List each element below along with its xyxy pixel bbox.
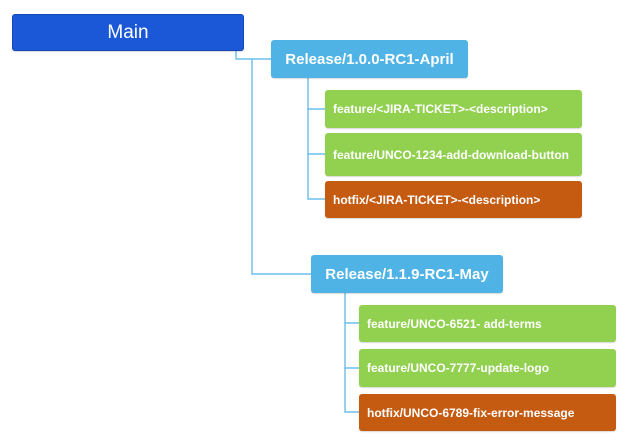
branch-label: hotfix/<JIRA-TICKET>-<description> xyxy=(333,192,541,207)
release-node-may: Release/1.1.9-RC1-May xyxy=(311,255,503,293)
release-node-april: Release/1.0.0-RC1-April xyxy=(271,40,468,78)
branch-label: feature/UNCO-6521- add-terms xyxy=(367,316,542,331)
branch-label: feature/<JIRA-TICKET>-<description> xyxy=(333,102,548,116)
connector-release1-branch-1 xyxy=(307,78,325,110)
connector-release1-branch-3 xyxy=(307,154,325,200)
branch-label: hotfix/UNCO-6789-fix-error-message xyxy=(367,405,575,420)
connector-main-release-1 xyxy=(235,51,271,60)
branch-label: feature/UNCO-1234-add-download-button xyxy=(333,147,569,162)
connector-release1-branch-2 xyxy=(307,109,325,155)
release-label: Release/1.0.0-RC1-April xyxy=(285,50,454,68)
hotfix-branch-node: hotfix/UNCO-6789-fix-error-message xyxy=(359,394,616,431)
feature-branch-node: feature/<JIRA-TICKET>-<description> xyxy=(325,90,582,128)
main-branch-node: Main xyxy=(12,14,244,51)
connector-release2-branch-1 xyxy=(344,293,359,324)
feature-branch-node: feature/UNCO-7777-update-logo xyxy=(359,349,616,387)
connector-release2-branch-2 xyxy=(344,323,359,369)
branch-label: feature/UNCO-7777-update-logo xyxy=(367,361,550,375)
hotfix-branch-node: hotfix/<JIRA-TICKET>-<description> xyxy=(325,181,582,218)
connector-release2-branch-3 xyxy=(344,368,359,413)
feature-branch-node: feature/UNCO-1234-add-download-button xyxy=(325,133,582,176)
main-branch-label: Main xyxy=(107,21,149,43)
release-label: Release/1.1.9-RC1-May xyxy=(325,265,489,283)
feature-branch-node: feature/UNCO-6521- add-terms xyxy=(359,305,616,342)
connector-main-release-2 xyxy=(251,59,311,275)
